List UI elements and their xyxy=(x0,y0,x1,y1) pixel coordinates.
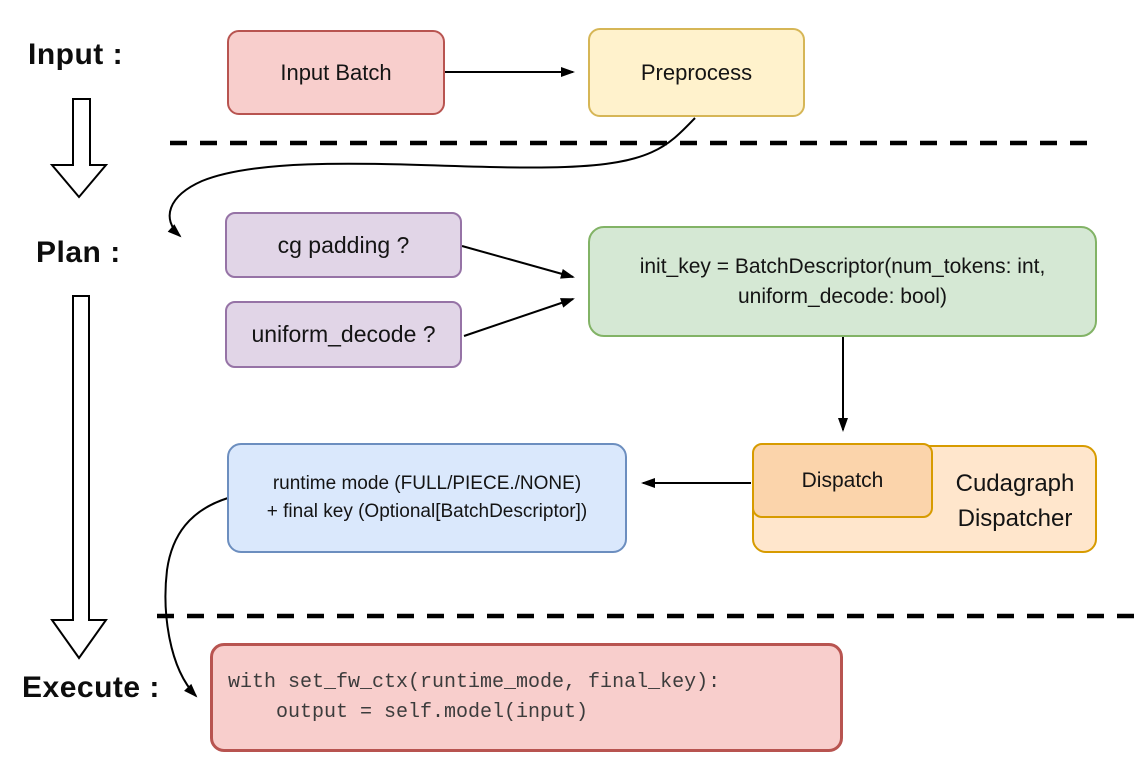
node-init-key-line2: uniform_decode: bool) xyxy=(738,284,947,308)
node-preprocess-label: Preprocess xyxy=(640,59,753,85)
execute-code-line1: with set_fw_ctx(runtime_mode, final_key)… xyxy=(228,670,721,694)
node-input-batch: Input Batch xyxy=(227,30,445,115)
node-execute-code-text: with set_fw_ctx(runtime_mode, final_key)… xyxy=(228,668,720,728)
stage-arrow-input-to-plan-icon xyxy=(49,98,109,199)
node-execute-code: with set_fw_ctx(runtime_mode, final_key)… xyxy=(210,643,843,752)
node-input-batch-label: Input Batch xyxy=(280,59,392,85)
node-runtime-mode-line1: runtime mode (FULL/PIECE./NONE) xyxy=(272,473,582,494)
arrow-cg-padding-to-init-key xyxy=(461,245,575,279)
node-preprocess: Preprocess xyxy=(588,28,805,117)
node-init-key-line1: init_key = BatchDescriptor(num_tokens: i… xyxy=(639,254,1046,278)
stage-label-execute: Execute : xyxy=(22,671,160,704)
node-runtime-mode-line2: + final key (Optional[BatchDescriptor]) xyxy=(266,501,588,522)
node-runtime-mode: runtime mode (FULL/PIECE./NONE) + final … xyxy=(227,443,627,553)
execute-code-line2: output = self.model(input) xyxy=(228,700,589,724)
node-cg-padding: cg padding ? xyxy=(225,212,462,278)
stage-arrow-plan-to-execute-icon xyxy=(50,295,108,660)
node-init-key-label: init_key = BatchDescriptor(num_tokens: i… xyxy=(640,252,1046,312)
node-init-key: init_key = BatchDescriptor(num_tokens: i… xyxy=(588,226,1097,337)
arrow-uniform-decode-to-init-key xyxy=(463,298,575,337)
node-uniform-decode: uniform_decode ? xyxy=(225,301,462,368)
stage-label-input: Input : xyxy=(28,38,124,71)
cudagraph-label-line2: Dispatcher xyxy=(957,505,1073,532)
node-cudagraph-dispatcher-label: Cudagraph Dispatcher xyxy=(925,466,1105,536)
node-uniform-decode-label: uniform_decode ? xyxy=(251,321,436,347)
node-runtime-mode-label: runtime mode (FULL/PIECE./NONE) + final … xyxy=(267,470,588,526)
cudagraph-label-line1: Cudagraph xyxy=(955,470,1075,497)
node-cg-padding-label: cg padding ? xyxy=(277,231,410,258)
node-dispatch-label: Dispatch xyxy=(801,468,884,492)
node-dispatch: Dispatch xyxy=(752,443,933,518)
stage-label-plan: Plan : xyxy=(36,236,121,269)
